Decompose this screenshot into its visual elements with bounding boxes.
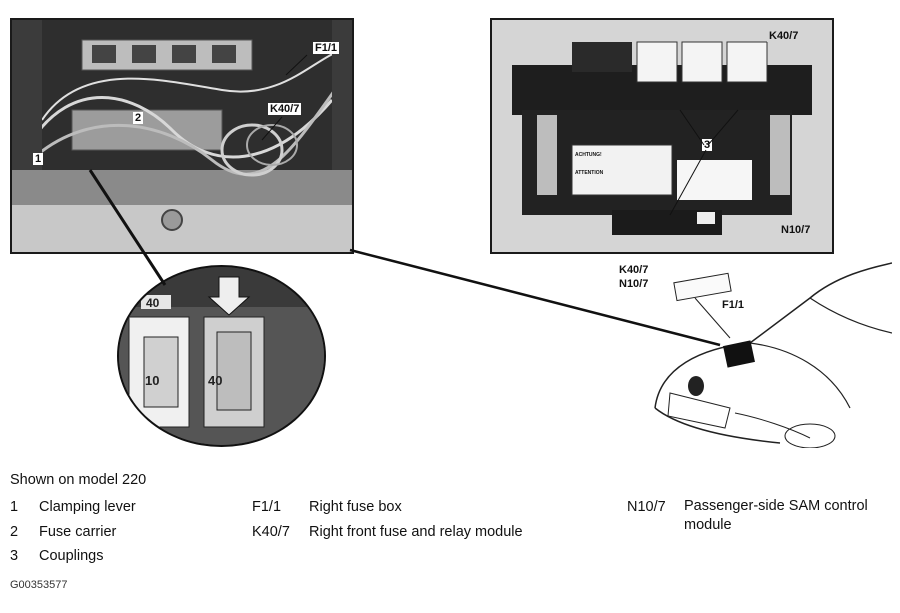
legend-label: Fuse carrier (39, 523, 117, 540)
figure-caption: Shown on model 220 (10, 472, 147, 488)
closeup-fuse-right-label: 40 (208, 373, 223, 388)
legend-key: K40/7 (252, 523, 290, 540)
legend-key: 1 (10, 499, 19, 515)
legend-label: Couplings (39, 548, 104, 564)
car-callout-n10-7: N10/7 (619, 278, 649, 290)
legend-label: Passenger-side SAM control module (684, 498, 868, 533)
car-outline-drawing (640, 258, 892, 448)
closeup-fuse-left-label: 10 (145, 373, 160, 388)
legend-row: 1 Clamping lever (10, 495, 136, 520)
legend-key: F1/1 (252, 499, 282, 515)
k40-leader (261, 116, 283, 141)
car-outline (654, 262, 892, 448)
engine-bay-photo (10, 18, 354, 254)
figure-id: G00353577 (10, 579, 68, 591)
callout-1: 1 (33, 153, 44, 165)
legend-label: Clamping lever (39, 499, 136, 515)
callout-2: 2 (133, 112, 144, 124)
callout-module-k40-7: K40/7 (767, 30, 801, 42)
legend-row: 3 Couplings (10, 544, 136, 569)
callout-module-n10-7: N10/7 (779, 224, 813, 236)
legend-key: 2 (10, 523, 19, 540)
sticker-sub: ATTENTION (575, 170, 604, 176)
legend-column-1: 1 Clamping lever 2 Fuse carrier 3 Coupli… (10, 495, 136, 569)
engine-bay-illustration (12, 20, 352, 252)
legend-row: N10/7 Passenger-side SAM control module (627, 495, 899, 535)
coupling-leader-b (707, 109, 739, 146)
fuse-closeup-photo (117, 265, 326, 447)
legend-row: K40/7 Right front fuse and relay module (252, 520, 523, 545)
closeup-slot-label: 40 (146, 296, 160, 310)
coupling-leader-a (679, 109, 705, 146)
fuse-closeup-illustration (119, 267, 324, 445)
car-leader-line (349, 248, 721, 347)
closeup-leader-line (88, 169, 167, 286)
f1-leader (285, 54, 308, 76)
sticker-heading: ACHTUNG! (575, 152, 602, 158)
fuse-relay-module-photo (490, 18, 834, 254)
legend-label: Right fuse box (309, 499, 402, 515)
car-callout-k40-7: K40/7 (619, 264, 649, 276)
legend-key: 3 (10, 548, 19, 564)
legend-column-2: F1/1 Right fuse box K40/7 Right front fu… (252, 495, 523, 544)
callout-f1-1: F1/1 (313, 42, 340, 54)
callout-3: 3 (702, 139, 713, 151)
car-callout-f1-1: F1/1 (722, 299, 745, 311)
legend-key: N10/7 (627, 499, 666, 515)
legend-row: F1/1 Right fuse box (252, 495, 523, 520)
legend-column-3: N10/7 Passenger-side SAM control module (627, 495, 899, 535)
legend-label: Right front fuse and relay module (309, 523, 523, 540)
coupling-leader-c (669, 149, 707, 216)
module-illustration (492, 20, 832, 252)
legend-row: 2 Fuse carrier (10, 520, 136, 545)
callout-k40-7: K40/7 (268, 103, 302, 115)
